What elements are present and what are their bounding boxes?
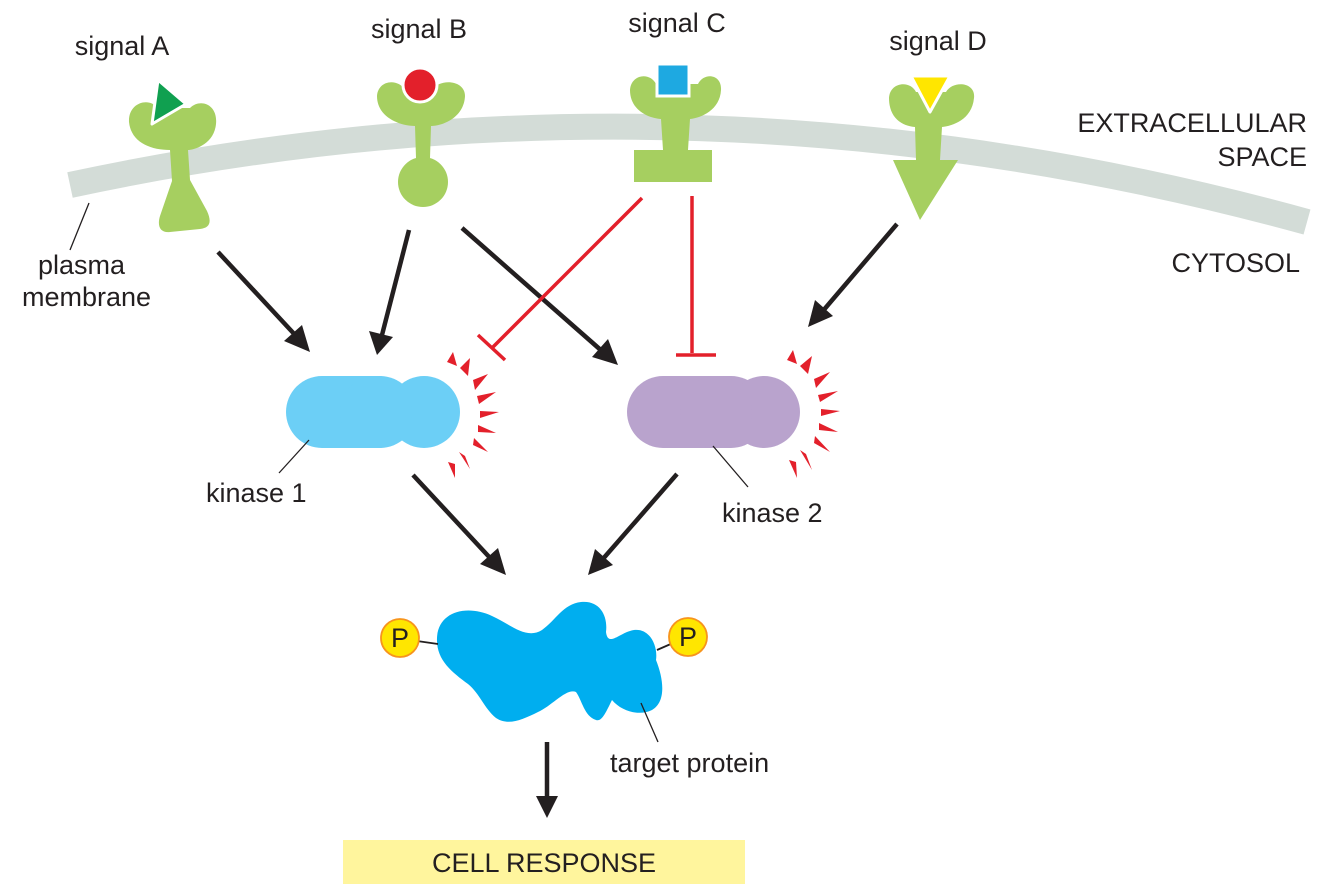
cell-response-box: [343, 840, 745, 884]
membrane-leader: [69, 202, 90, 251]
target-protein-label: target protein: [610, 748, 769, 778]
target-protein: [436, 601, 663, 722]
arrow-target-to-response: [536, 742, 558, 818]
cytosol-label: CYTOSOL: [1171, 248, 1300, 278]
signal-c-label: signal C: [628, 8, 726, 38]
signal-b-icon: [401, 66, 439, 104]
kinase-2-leader: [712, 445, 749, 488]
target-protein-leader: [640, 702, 659, 743]
arrow-d-to-kinase-2: [808, 222, 899, 327]
signal-c-icon: [655, 62, 691, 98]
inhibition-c-to-kinase-1: [476, 196, 644, 362]
receptor-c: [630, 76, 722, 182]
extracellular-label-line1: EXTRACELLULAR: [1077, 108, 1307, 138]
membrane-label-line2: membrane: [22, 282, 151, 312]
arrow-kinase-2-to-target: [588, 472, 679, 575]
extracellular-label-line2: SPACE: [1217, 142, 1307, 172]
inhibition-c-to-kinase-2: [676, 196, 716, 357]
kinase-1: [286, 376, 460, 448]
receptor-a: [128, 102, 217, 233]
signal-d-label: signal D: [889, 26, 987, 56]
phosphate-left-label: P: [391, 623, 409, 653]
kinase-2-label: kinase 2: [722, 498, 823, 528]
receptor-d: [889, 84, 975, 221]
phosphate-right-label: P: [679, 622, 697, 652]
kinase-1-leader: [278, 439, 310, 474]
membrane-label-line1: plasma: [38, 250, 126, 280]
phosphate-right: P: [656, 617, 708, 657]
kinase-1-label: kinase 1: [206, 478, 307, 508]
kinase-2-activation-spikes: [787, 350, 840, 478]
signal-a-icon: [150, 78, 188, 126]
arrow-a-to-kinase-1: [216, 250, 310, 352]
signal-b-label: signal B: [371, 14, 467, 44]
kinase-1-activation-spikes: [447, 352, 499, 478]
arrow-b-to-kinase-2: [460, 226, 618, 365]
cell-response-label: CELL RESPONSE: [432, 848, 656, 878]
signal-d-icon: [909, 74, 952, 114]
receptor-b: [377, 82, 465, 207]
phosphate-left: P: [380, 618, 439, 658]
arrow-kinase-1-to-target: [411, 473, 506, 575]
arrow-b-to-kinase-1: [369, 229, 412, 355]
signal-a-label: signal A: [75, 31, 170, 61]
kinase-2: [627, 376, 800, 448]
